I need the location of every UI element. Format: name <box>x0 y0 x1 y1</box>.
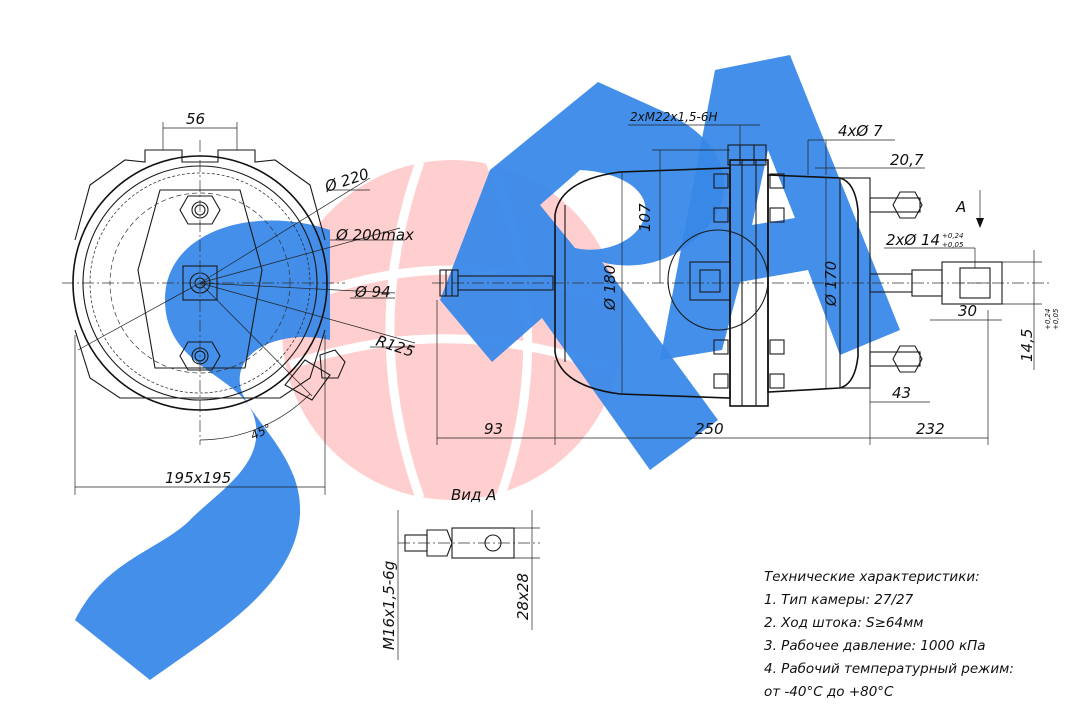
dim-inner-diameter: Ø 200max <box>335 226 414 244</box>
front-bolt-top <box>179 195 221 225</box>
technical-specs: Технические характеристики: 1. Тип камер… <box>764 566 1074 704</box>
spec-item: 3. Рабочее давление: 1000 кПа <box>764 638 986 654</box>
view-a-marker: A <box>955 198 966 216</box>
dim-view-a-thread: M16x1,5-6g <box>380 561 398 650</box>
spec-item: от -40°С до +80°С <box>764 684 894 700</box>
view-a-label: Вид А <box>451 486 496 504</box>
dim-pin-tol-upper: +0,24 <box>942 232 963 240</box>
dim-250: 250 <box>695 420 724 438</box>
dim-offset: 20,7 <box>890 151 924 169</box>
watermark-letter-s <box>75 220 330 680</box>
clamp-bolts <box>713 173 785 389</box>
watermark-letter-r <box>440 82 725 470</box>
dim-holes: 4xØ 7 <box>838 122 883 140</box>
side-view: 2xM22x1,5-6H 4xØ 7 20,7 107 Ø 180 Ø 170 … <box>432 110 1060 445</box>
specs-title: Технические характеристики: <box>764 569 980 585</box>
spec-item: 1. Тип камеры: 27/27 <box>764 592 914 608</box>
dim-chamber-diameter: Ø 180 <box>601 265 619 311</box>
dim-bolt-spacing: 56 <box>186 110 205 128</box>
dim-slot-tol-lower: +0,05 <box>1052 308 1060 330</box>
spec-item: 2. Ход штока: S≥64мм <box>764 615 924 631</box>
dim-30: 30 <box>958 302 977 320</box>
dim-overall: 195x195 <box>165 469 231 487</box>
front-port-fitting <box>284 349 346 401</box>
push-rod-right <box>869 261 1003 305</box>
mounting-studs <box>869 191 923 373</box>
dim-port-thread: 2xM22x1,5-6H <box>630 110 718 124</box>
dim-view-a-end: 28x28 <box>514 573 532 620</box>
dim-height-107: 107 <box>636 203 654 232</box>
dim-clamp-diameter: Ø 170 <box>822 261 840 307</box>
spec-item: 4. Рабочий температурный режим: <box>764 661 1014 677</box>
dim-pin-tol-lower: +0,05 <box>942 241 964 249</box>
push-rod-left <box>439 269 554 297</box>
dim-slot: 14,5 <box>1018 329 1036 362</box>
dim-93: 93 <box>484 420 503 438</box>
dim-232: 232 <box>916 420 945 438</box>
dim-pin-holes: 2xØ 14 <box>886 231 940 249</box>
dim-slot-tol-upper: +0,24 <box>1044 309 1052 330</box>
dim-43: 43 <box>892 384 911 402</box>
dim-hole-circle: Ø 94 <box>354 283 391 301</box>
front-bolt-bottom <box>179 341 221 371</box>
view-a: Вид А M16x1,5-6g 28x28 <box>380 486 540 660</box>
